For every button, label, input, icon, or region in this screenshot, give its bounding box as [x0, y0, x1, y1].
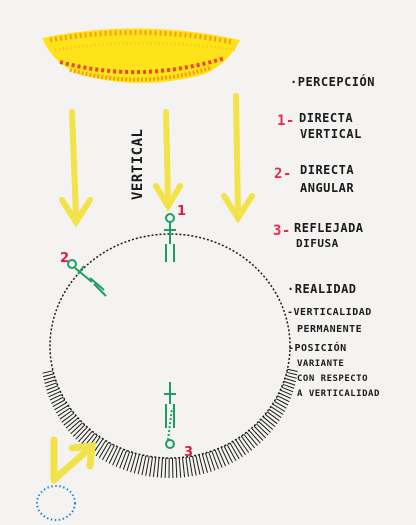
shadow-hatch-line [99, 442, 108, 458]
item1-line1: DIRECTA [299, 112, 353, 124]
shadow-hatch-line [265, 414, 277, 423]
shadow-hatch-line [284, 381, 295, 385]
shadow-hatch-line [196, 455, 200, 474]
figure-number-2: 2 [60, 251, 69, 266]
vertical-label: VERTICAL [131, 129, 145, 200]
shadow-hatch-line [269, 409, 281, 417]
shadow-hatch-line [66, 418, 78, 428]
shadow-hatch-line [120, 450, 127, 468]
figure-3-reflected [164, 382, 176, 448]
shadow-hatch-line [233, 441, 243, 457]
shadow-hatch-line [271, 407, 283, 415]
shadow-hatch-line [227, 445, 236, 461]
shadow-hatch-line [116, 449, 123, 467]
figure-number-1: 1 [177, 204, 186, 219]
shadow-hatch-line [146, 456, 150, 476]
shadow-hatch-line [261, 419, 273, 429]
shadow-hatch-line [53, 400, 65, 407]
item2-number: 2- [274, 167, 292, 181]
shadow-hatch-line [43, 371, 53, 373]
shadow-hatch-line [150, 457, 153, 477]
light-arrow-right [236, 96, 238, 212]
reality-line4: VARIANTE [297, 360, 344, 369]
item2-line1: DIRECTA [300, 164, 354, 176]
figure-number-3: 3 [184, 445, 193, 460]
shadow-hatch-line [56, 405, 68, 413]
shadow-hatch-line [179, 458, 181, 478]
item1-line2: VERTICAL [300, 128, 362, 140]
item3-line2: DIFUSA [296, 238, 339, 249]
shadow-hatch-line [96, 441, 106, 456]
shadow-hatch-line [58, 408, 70, 416]
shadow-hatch-line [273, 404, 285, 411]
reality-line5: CON RESPECTO [297, 375, 368, 384]
shadow-hatch-line [102, 444, 111, 460]
shadow-hatch-line [287, 369, 297, 371]
shadow-hatch-line [165, 458, 166, 478]
shadow-hatch-line [113, 448, 121, 465]
shadow-hatch-line [267, 412, 279, 421]
shadow-hatch-line [286, 375, 297, 378]
perception-title: ·PERCEPCIÓN [290, 76, 375, 88]
light-arrow-left [72, 112, 76, 215]
shadow-hatch-line [256, 424, 268, 435]
shadow-hatch-line [68, 420, 80, 431]
shadow-hatch-line [287, 372, 298, 375]
shadow-hatch-line [43, 374, 54, 377]
shadow-hatch-line [106, 445, 115, 462]
shadow-hatch-line [60, 411, 72, 420]
shadow-hatch-line [193, 456, 197, 476]
shadow-hatch-line [215, 450, 222, 468]
shadow-hatch-line [283, 384, 294, 388]
item3-line1: REFLEJADA [294, 222, 364, 234]
shadow-hatch-line [224, 446, 232, 463]
bottom-arrow-icon [54, 440, 92, 480]
light-arrow-center [166, 112, 168, 200]
shadow-hatch-line [44, 377, 55, 380]
shadow-hatch-line [212, 451, 219, 469]
shadow-hatch-line [274, 401, 286, 408]
light-arrows [62, 96, 252, 222]
shadow-hatch-line [109, 447, 117, 464]
sun-light-source [42, 28, 240, 83]
shadow-hatch-line [123, 452, 129, 470]
shadow-hatch-line [263, 417, 275, 427]
small-globe-icon [37, 486, 75, 520]
shadow-hatch-line [64, 416, 76, 426]
shadow-hatch-line [236, 440, 246, 455]
shadow-hatch-line [259, 422, 271, 433]
item3-number: 3- [273, 224, 291, 238]
reality-line1: -VERTICALIDAD [287, 308, 372, 318]
shadow-hatch-line [142, 456, 146, 475]
shadow-hatch-line [153, 457, 155, 477]
shadow-hatch-line [161, 458, 162, 478]
shadow-hatch-line [62, 413, 74, 422]
reality-title: ·REALIDAD [287, 283, 357, 295]
shadow-hatch-line [221, 447, 229, 464]
shadow-hatch-line [45, 380, 56, 384]
shadow-hatch-line [230, 443, 239, 459]
shadow-hatch-line [285, 378, 296, 381]
reality-line6: A VERTICALIDAD [297, 390, 380, 399]
shadow-hatch-line [218, 449, 226, 466]
figure-1-vertical [164, 214, 176, 262]
shadow-hatch-line [54, 403, 66, 410]
item1-number: 1- [277, 114, 295, 128]
shadow-hatch-line [176, 458, 177, 478]
reality-line2: PERMANENTE [297, 325, 362, 335]
shadow-hatch-line [71, 423, 83, 434]
shadow-hatch-line [45, 383, 56, 387]
reality-line3: -POSICIÓN [288, 344, 347, 354]
shadow-hatch-line [183, 457, 185, 477]
item2-line2: ANGULAR [300, 182, 354, 194]
shadow-hatch-line [157, 458, 159, 478]
